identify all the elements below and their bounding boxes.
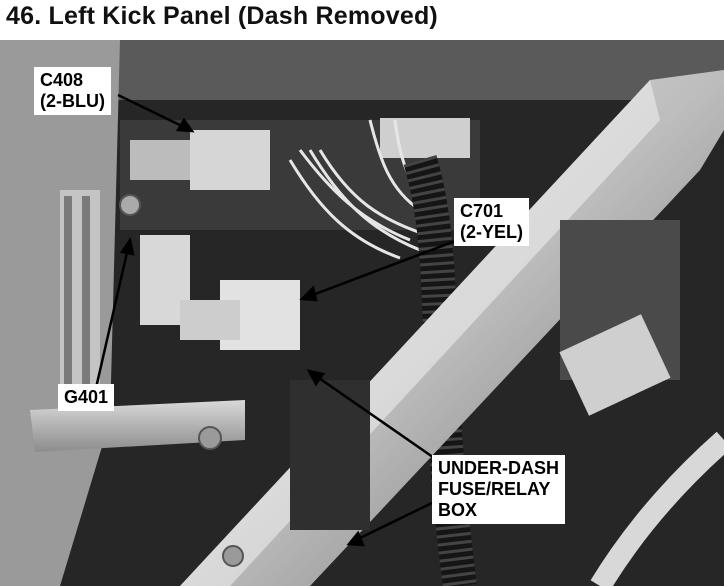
- c701-label: C701: [460, 201, 504, 221]
- ufrb-line1: UNDER-DASH: [438, 458, 559, 478]
- callout-g401: G401: [58, 384, 115, 411]
- kick-panel-photo: [0, 40, 724, 586]
- callout-c701: C701 (2-YEL): [454, 198, 529, 246]
- c408-label: C408: [40, 70, 84, 90]
- g401-label: G401: [64, 387, 109, 407]
- c701-color: (2-YEL): [460, 222, 523, 242]
- c408-color: (2-BLU): [40, 91, 105, 111]
- ufrb-line2: FUSE/RELAY: [438, 479, 551, 499]
- callout-c408: C408 (2-BLU): [34, 67, 111, 115]
- page-title: 46. Left Kick Panel (Dash Removed): [6, 2, 438, 30]
- callout-under-dash-fuse-relay-box: UNDER-DASH FUSE/RELAY BOX: [432, 455, 565, 524]
- ufrb-line3: BOX: [438, 500, 478, 520]
